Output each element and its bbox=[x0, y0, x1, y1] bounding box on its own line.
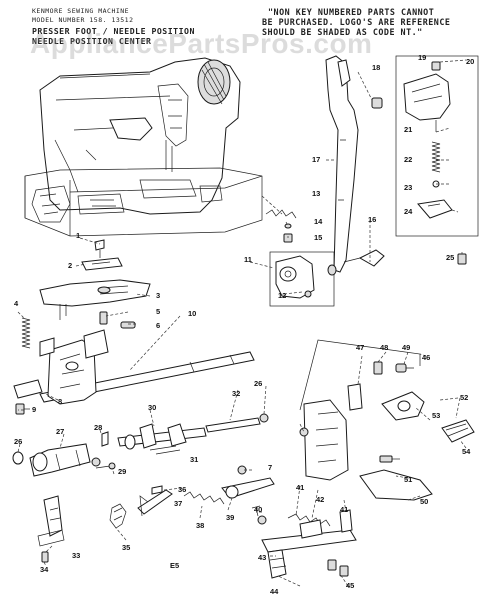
part-label: 17 bbox=[312, 155, 320, 164]
part-label: 13 bbox=[312, 189, 320, 198]
part-label: 53 bbox=[432, 411, 440, 420]
part-label: 33 bbox=[72, 551, 80, 560]
part-label: 41 bbox=[340, 505, 348, 514]
part-label: 30 bbox=[148, 403, 156, 412]
sewing-machine-illustration bbox=[24, 57, 263, 237]
part-label: 41 bbox=[296, 483, 304, 492]
header-section-line1: PRESSER FOOT / NEEDLE POSITION bbox=[32, 26, 195, 36]
part-label: 36 bbox=[178, 485, 186, 494]
part-label: 24 bbox=[404, 207, 413, 216]
part-label: 19 bbox=[418, 53, 426, 62]
header-note-line2: BE PURCHASED. LOGO'S ARE REFERENCE bbox=[262, 17, 451, 27]
part-label: 34 bbox=[40, 565, 49, 574]
part-label: 14 bbox=[314, 217, 323, 226]
part-label: 26 bbox=[14, 437, 22, 446]
part-label: 7 bbox=[268, 463, 272, 472]
header-model-line2: MODEL NUMBER 158. 13512 bbox=[32, 16, 134, 24]
part-label: 18 bbox=[372, 63, 380, 72]
part-label: 20 bbox=[466, 57, 474, 66]
lever-assembly-27 bbox=[12, 431, 116, 477]
part-label: 49 bbox=[402, 343, 410, 352]
inset-box-19-25 bbox=[395, 55, 479, 265]
part-label: 54 bbox=[462, 447, 471, 456]
part-number-labels: 1 2 3 4 5 6 7 8 9 10 11 12 13 14 15 16 1… bbox=[14, 53, 474, 596]
part-label: 5 bbox=[156, 307, 160, 316]
needle-plate-group bbox=[39, 239, 151, 320]
part-label: 47 bbox=[356, 343, 364, 352]
part-label: 29 bbox=[118, 467, 126, 476]
part-label: 40 bbox=[254, 505, 262, 514]
part-label: 48 bbox=[380, 343, 388, 352]
part-label: 32 bbox=[232, 389, 240, 398]
leader-lines bbox=[17, 59, 467, 587]
part-label: 6 bbox=[156, 321, 160, 330]
part-label: 15 bbox=[314, 233, 322, 242]
part-label: 37 bbox=[174, 499, 182, 508]
part-label: 46 bbox=[422, 353, 430, 362]
part-label: 3 bbox=[156, 291, 160, 300]
page-mark: E5 bbox=[170, 561, 179, 570]
part-label: 39 bbox=[226, 513, 234, 522]
header-note-line3: SHOULD BE SHADED AS CODE NT." bbox=[262, 27, 423, 37]
part-label: 16 bbox=[368, 215, 376, 224]
part-label: 51 bbox=[404, 475, 412, 484]
part-label: 35 bbox=[122, 543, 130, 552]
part-label: 28 bbox=[94, 423, 102, 432]
part-label: 27 bbox=[56, 427, 64, 436]
tension-assembly-11 bbox=[265, 209, 385, 307]
shaft-assembly-30 bbox=[117, 413, 269, 455]
screw-part-9 bbox=[15, 403, 30, 415]
part-label: 12 bbox=[278, 291, 286, 300]
part-label: 44 bbox=[270, 587, 279, 596]
part-label: 50 bbox=[420, 497, 428, 506]
presser-frame-46 bbox=[299, 339, 475, 501]
part-label: 1 bbox=[76, 231, 80, 240]
part-label: 38 bbox=[196, 521, 204, 530]
bracket-part-33 bbox=[37, 495, 65, 563]
lever-part-17 bbox=[325, 55, 383, 273]
part-label: 11 bbox=[244, 255, 252, 264]
header-note-line1: "NON KEY NUMBERED PARTS CANNOT bbox=[268, 7, 435, 17]
part-label: 22 bbox=[404, 155, 412, 164]
spring-part-4 bbox=[21, 317, 31, 349]
part-label: 2 bbox=[68, 261, 72, 270]
part-label: 4 bbox=[14, 299, 19, 308]
part-label: 23 bbox=[404, 183, 412, 192]
part-label: 10 bbox=[188, 309, 196, 318]
part-label: 42 bbox=[316, 495, 324, 504]
part-label: 25 bbox=[446, 253, 454, 262]
part-label: 8 bbox=[58, 397, 62, 406]
header-model-line1: KENMORE SEWING MACHINE bbox=[32, 7, 130, 15]
part-label: 26 bbox=[254, 379, 262, 388]
header-section-line2: NEEDLE POSITION CENTER bbox=[32, 36, 152, 46]
part-label: 21 bbox=[404, 125, 412, 134]
spring-and-crank-assembly bbox=[109, 465, 275, 529]
presser-bar-shaft bbox=[13, 329, 255, 405]
part-label: 43 bbox=[258, 553, 266, 562]
part-label: 52 bbox=[460, 393, 468, 402]
part-label: 9 bbox=[32, 405, 36, 414]
bottom-assembly-43 bbox=[257, 509, 357, 579]
part-label: 31 bbox=[190, 455, 198, 464]
small-pins-5-6 bbox=[99, 311, 136, 329]
part-label: 45 bbox=[346, 581, 354, 590]
